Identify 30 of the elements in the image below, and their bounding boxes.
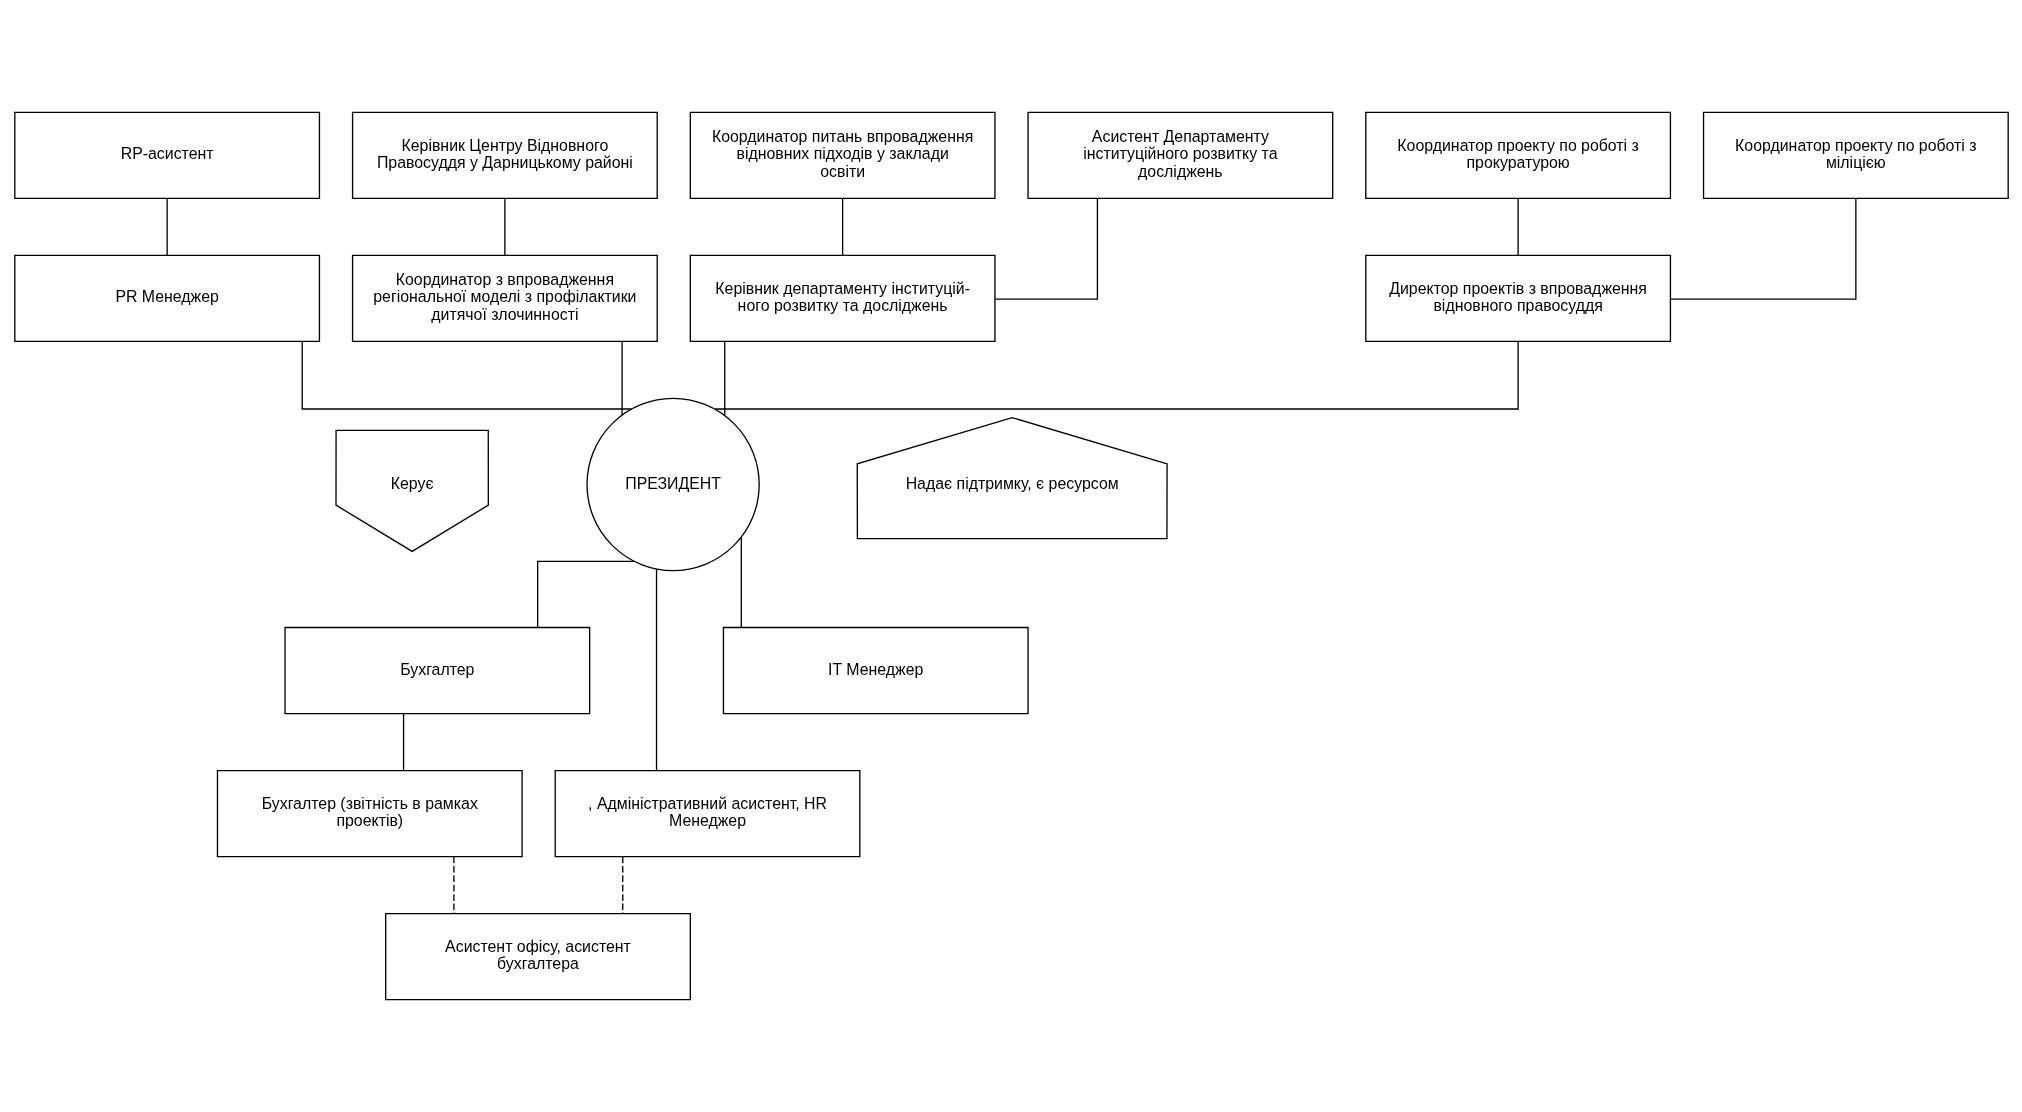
connector	[402, 713, 404, 772]
connector	[166, 198, 168, 256]
node-box: , Адміністративний асистент, HR Менеджер	[554, 769, 860, 858]
node-box: Координатор проекту по роботі з прокуратурою	[1364, 111, 1671, 200]
node-box: Директор проектів з впровадження відновного правосуддя	[1364, 254, 1671, 343]
connector	[1516, 198, 1519, 256]
node-box: Координатор з впровадження регіональної моделі з профілактики дитячої злочинності	[351, 254, 658, 343]
connector	[655, 568, 657, 772]
connector	[536, 560, 635, 629]
connector	[994, 197, 1098, 300]
node-box: Бухгалтер (звітність в рамках проектів)	[216, 769, 523, 858]
node-box: IT Менеджер	[722, 626, 1029, 715]
node-box: Асистент Департаменту інституційного розвитку та досліджень	[1026, 111, 1333, 200]
node-box: Координатор питань впровадження відновних підходів у заклади освіти	[689, 111, 996, 200]
connector	[713, 340, 1519, 410]
node-box: Координатор проекту по роботі з міліцією	[1702, 111, 2009, 200]
connector	[740, 536, 742, 628]
connector	[503, 198, 506, 256]
node-box: PR Менеджер	[13, 254, 320, 343]
connector	[723, 340, 725, 416]
connector	[841, 198, 843, 256]
node-box: Керівник департаменту інституцій- ного розвитку та досліджень	[689, 254, 996, 343]
node-circle: ПРЕЗИДЕНТ	[585, 397, 760, 572]
node-box: Бухгалтер	[283, 626, 590, 715]
node-box: RP-асистент	[13, 111, 320, 200]
node-box: Керівник Центру Відновного Правосуддя у Дарницькому районі	[351, 111, 658, 200]
connector	[1669, 197, 1856, 300]
connector	[301, 340, 632, 410]
node-box: Асистент офісу, асистент бухгалтера	[384, 912, 691, 1001]
connector	[620, 340, 623, 416]
